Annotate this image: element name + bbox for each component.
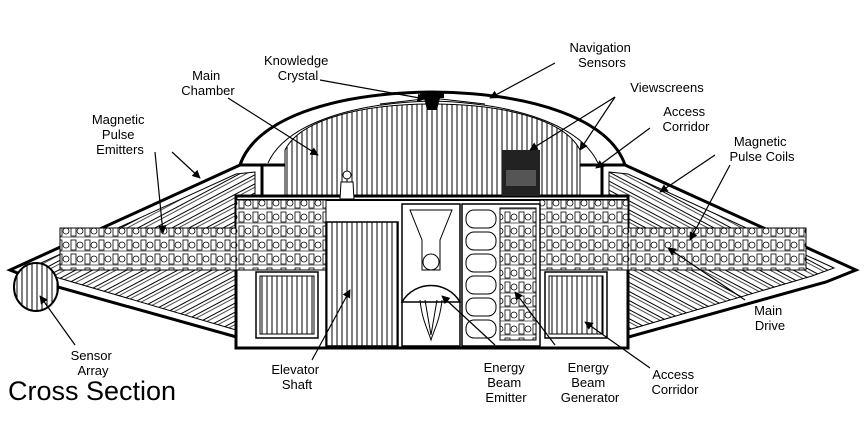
right-mechanism [595,227,807,271]
sensor-array-pod [13,262,59,312]
diagram-labels: Knowledge Crystal Navigation Sensors Mai… [8,40,795,406]
label-main-chamber: Main Chamber [181,68,235,98]
label-knowledge-crystal: Knowledge Crystal [264,53,332,83]
energy-beam-emitter [401,203,461,347]
elevator-shaft [325,221,399,347]
label-sensor-array: Sensor Array [71,348,116,378]
label-main-drive: Main Drive [754,303,786,333]
label-access-corridor-lower: Access Corridor [652,367,700,397]
label-magnetic-pulse-emitters: Magnetic Pulse Emitters [92,112,148,157]
label-viewscreens: Viewscreens [630,80,704,95]
diagram-title: Cross Section [8,376,176,406]
human-figure [339,170,355,200]
label-access-corridor-upper: Access Corridor [663,104,711,134]
label-pointers [39,62,746,369]
label-magnetic-pulse-coils: Magnetic Pulse Coils [729,134,795,164]
label-elevator-shaft: Elevator Shaft [271,362,322,392]
label-navigation-sensors: Navigation Sensors [569,40,634,70]
label-energy-beam-generator: Energy Beam Generator [561,360,620,405]
label-energy-beam-emitter: Energy Beam Emitter [484,360,529,405]
saucer-hull [6,90,860,350]
